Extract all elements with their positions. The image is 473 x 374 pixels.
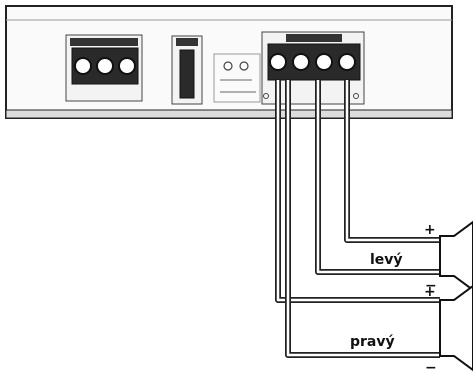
screw-terminal-icon [269, 53, 287, 71]
screw-terminal-icon [96, 57, 114, 75]
speaker-right-plus: + [424, 284, 436, 300]
wires [275, 80, 440, 358]
screw-terminal-icon [292, 53, 310, 71]
speaker-right: + − pravý [350, 284, 473, 374]
speaker-right-minus: − [425, 360, 437, 374]
speaker-left-minus: − [425, 278, 437, 294]
speaker-left-plus: + [424, 222, 436, 238]
screw-terminal-icon [118, 57, 136, 75]
wire-pravy-minus [285, 80, 440, 358]
led-icon [239, 61, 249, 71]
speaker-icon [439, 220, 473, 292]
screw-terminal-icon [338, 53, 356, 71]
speaker-left: + − levý [370, 220, 473, 294]
fuse-holder [171, 35, 203, 105]
led-icon [223, 61, 233, 71]
screw-terminal-icon [315, 53, 333, 71]
speaker-left-label: levý [370, 252, 403, 268]
fuse-icon [179, 49, 195, 99]
speaker-terminal-block [261, 31, 365, 105]
led-indicators [213, 53, 261, 103]
speaker-right-label: pravý [350, 334, 395, 350]
screw-terminal-icon [74, 57, 92, 75]
power-terminal-block [65, 34, 143, 102]
speaker-icon [439, 284, 473, 372]
